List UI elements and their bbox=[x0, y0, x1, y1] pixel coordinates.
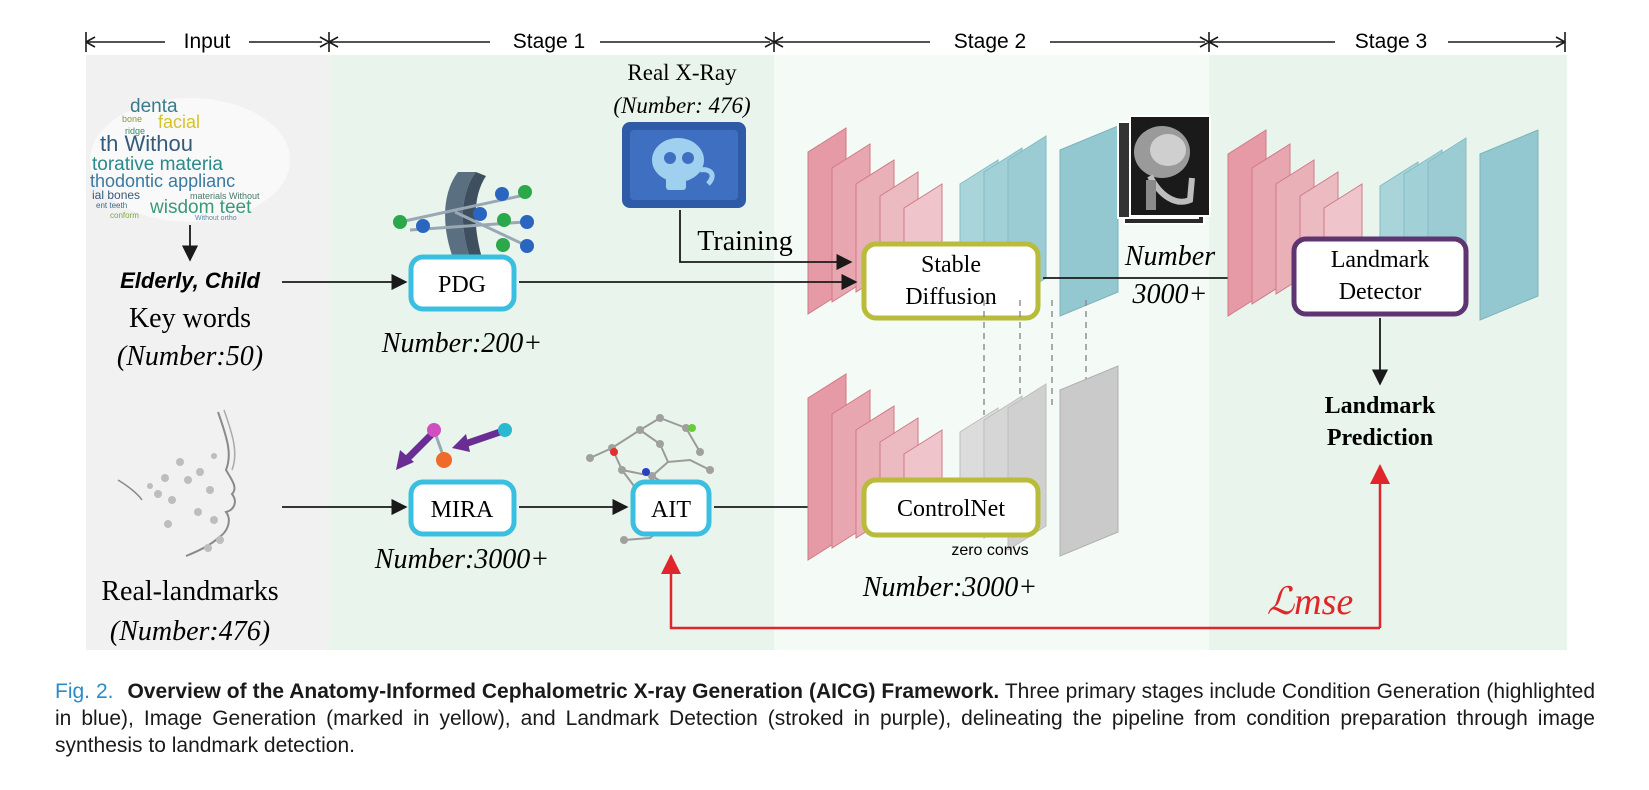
mira-arrows-icon bbox=[396, 423, 512, 470]
caption-title: Overview of the Anatomy-Informed Cephalo… bbox=[127, 680, 1000, 703]
loss-mse-label: ℒmse bbox=[1267, 581, 1354, 623]
svg-text:thodontic applianc: thodontic applianc bbox=[90, 171, 235, 191]
mira-box bbox=[408, 479, 517, 537]
xray-skull-icon bbox=[622, 122, 746, 208]
zero-conv-links bbox=[983, 300, 1087, 415]
keyword-wordcloud: denta bone facial ridge th Withou torati… bbox=[90, 96, 290, 222]
loss-feedback-path bbox=[661, 554, 1380, 630]
controlnet-label: ControlNet bbox=[897, 496, 1005, 522]
prediction-line1: Landmark bbox=[1325, 393, 1436, 419]
stable-diffusion-line2: Diffusion bbox=[905, 284, 997, 310]
pdg-label: PDG bbox=[438, 272, 486, 298]
mira-label: MIRA bbox=[431, 497, 494, 523]
generated-count-line1: Number bbox=[1124, 241, 1215, 272]
svg-text:torative materia: torative materia bbox=[92, 154, 223, 175]
pdg-box bbox=[408, 254, 517, 312]
zero-convs-label: zero convs bbox=[951, 542, 1028, 559]
pdg-count: Number:200+ bbox=[381, 328, 542, 359]
svg-text:conform: conform bbox=[110, 211, 139, 220]
stable-diffusion-line1: Stable bbox=[921, 252, 981, 278]
svg-text:bone: bone bbox=[122, 114, 142, 124]
face-landmarks-sketch bbox=[117, 409, 236, 557]
stable-diffusion-box bbox=[861, 241, 1041, 321]
generated-xray-stack bbox=[1117, 115, 1211, 225]
xray-label: Real X-Ray bbox=[627, 60, 737, 85]
detector-line1: Landmark bbox=[1331, 247, 1430, 273]
ait-label: AIT bbox=[651, 497, 691, 523]
mira-count: Number:3000+ bbox=[374, 544, 549, 575]
stage-label-3: Stage 3 bbox=[1355, 30, 1427, 53]
svg-text:facial: facial bbox=[158, 112, 200, 132]
keywords-label: Key words bbox=[129, 303, 251, 334]
keywords-count: (Number:50) bbox=[117, 341, 263, 372]
ait-box bbox=[630, 479, 712, 537]
svg-text:Without ortho: Without ortho bbox=[195, 215, 237, 222]
svg-text:th Withou: th Withou bbox=[100, 131, 193, 156]
training-label: Training bbox=[697, 226, 792, 257]
stage-label-input: Input bbox=[184, 30, 231, 53]
landmarks-label: Real-landmarks bbox=[101, 576, 278, 607]
svg-text:ial bones: ial bones bbox=[92, 188, 140, 202]
caption-text: Three primary stages include Condition G… bbox=[55, 680, 1596, 757]
prediction-line2: Prediction bbox=[1327, 425, 1433, 451]
generated-count-line2: 3000+ bbox=[1132, 279, 1208, 310]
stage-label-2: Stage 2 bbox=[954, 30, 1026, 53]
controlnet-box bbox=[861, 477, 1041, 538]
detector-line2: Detector bbox=[1339, 279, 1422, 305]
pdg-graph-icon bbox=[393, 172, 534, 258]
svg-text:materials Without: materials Without bbox=[190, 191, 260, 201]
ait-nodes bbox=[586, 414, 714, 544]
svg-text:wisdom teet: wisdom teet bbox=[149, 197, 252, 218]
landmark-detector-box bbox=[1291, 236, 1469, 317]
controlnet-count: Number:3000+ bbox=[862, 572, 1037, 603]
landmarks-count: (Number:476) bbox=[110, 616, 270, 647]
framework-diagram: Input Stage 1 Stage 2 Stage 3 denta bone… bbox=[85, 30, 1567, 650]
svg-text:ridge: ridge bbox=[125, 126, 145, 136]
xray-count: (Number: 476) bbox=[613, 93, 750, 118]
caption-label: Fig. 2. bbox=[55, 680, 114, 703]
svg-text:ent teeth: ent teeth bbox=[96, 201, 127, 210]
keywords-bold: Elderly, Child bbox=[120, 268, 260, 293]
stage-ruler bbox=[85, 32, 1566, 52]
stage-label-1: Stage 1 bbox=[513, 30, 585, 53]
figure-caption: Fig. 2. Overview of the Anatomy-Informed … bbox=[55, 678, 1595, 759]
svg-text:denta: denta bbox=[130, 96, 178, 117]
